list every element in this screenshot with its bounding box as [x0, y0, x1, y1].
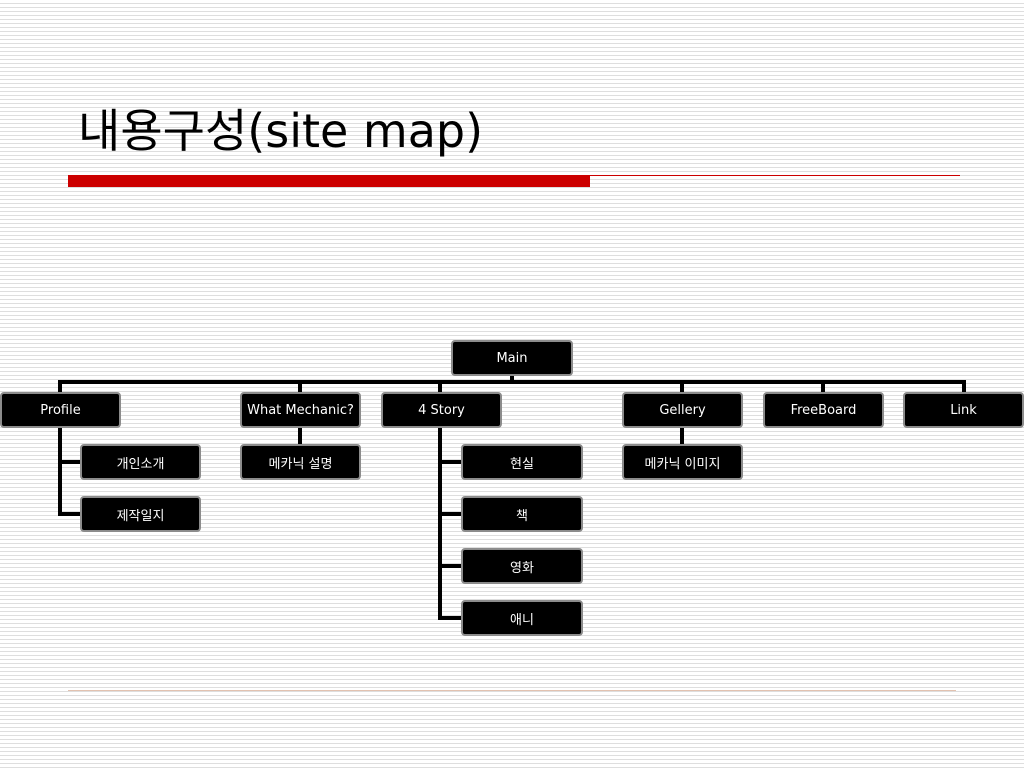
- footer-rule: [68, 690, 956, 691]
- sitemap-node-gellery: Gellery: [622, 392, 743, 428]
- sitemap-node-link: Link: [903, 392, 1024, 428]
- sitemap-node-mechanic-desc: 메카닉 설명: [240, 444, 361, 480]
- profile-child-branch: [58, 512, 82, 516]
- root-connector: [510, 375, 514, 383]
- sitemap-node-story-reality: 현실: [461, 444, 583, 480]
- sitemap-node-what-mechanic: What Mechanic?: [240, 392, 361, 428]
- title-accent-bar: [68, 175, 590, 187]
- slide-title: 내용구성(site map): [78, 104, 484, 158]
- sitemap-node-4-story: 4 Story: [381, 392, 502, 428]
- profile-child-spine: [58, 426, 62, 516]
- sitemap-node-profile-intro: 개인소개: [80, 444, 201, 480]
- 4-story-child-branch: [438, 564, 462, 568]
- sitemap-node-story-book: 책: [461, 496, 583, 532]
- 4-story-child-branch: [438, 512, 462, 516]
- section-drop-what-mechanic: [298, 380, 302, 394]
- sitemap-node-story-movie: 영화: [461, 548, 583, 584]
- section-drop-4-story: [438, 380, 442, 394]
- profile-child-branch: [58, 460, 82, 464]
- what-mechanic-child-drop: [298, 426, 302, 444]
- section-drop-gellery: [680, 380, 684, 394]
- 4-story-child-spine: [438, 426, 442, 620]
- section-drop-profile: [58, 380, 62, 394]
- gellery-child-drop: [680, 426, 684, 444]
- sitemap-node-story-anime: 애니: [461, 600, 583, 636]
- sitemap-node-main: Main: [451, 340, 573, 376]
- 4-story-child-branch: [438, 460, 462, 464]
- 4-story-child-branch: [438, 616, 462, 620]
- sitemap-node-profile: Profile: [0, 392, 121, 428]
- section-drop-freeboard: [821, 380, 825, 394]
- sitemap-node-mechanic-images: 메카닉 이미지: [622, 444, 743, 480]
- title-accent-line: [590, 175, 960, 176]
- section-drop-link: [962, 380, 966, 394]
- section-bus: [58, 380, 966, 384]
- sitemap-node-freeboard: FreeBoard: [763, 392, 884, 428]
- sitemap-node-profile-log: 제작일지: [80, 496, 201, 532]
